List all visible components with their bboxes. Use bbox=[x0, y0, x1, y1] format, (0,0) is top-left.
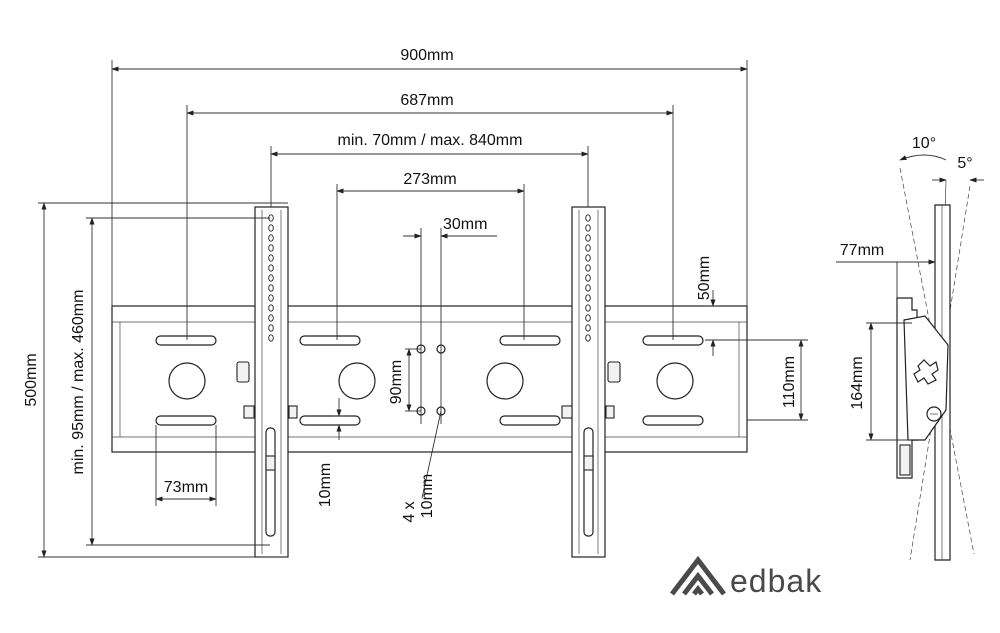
label-5-degrees: 5° bbox=[957, 155, 972, 172]
arm-hole bbox=[585, 224, 591, 232]
label-10-degrees: 10° bbox=[912, 135, 936, 152]
label-arm-spacing: min. 70mm / max. 840mm bbox=[338, 132, 523, 149]
brand-name: edbak bbox=[730, 563, 822, 599]
arm-hole bbox=[585, 214, 591, 222]
side-view bbox=[836, 154, 984, 561]
arm-hole bbox=[268, 234, 274, 242]
arm-hole bbox=[268, 314, 274, 322]
arm-hole bbox=[268, 294, 274, 302]
label-500mm: 500mm bbox=[23, 353, 40, 406]
label-30mm: 30mm bbox=[443, 216, 487, 233]
arm-hole bbox=[585, 294, 591, 302]
arm-hole bbox=[585, 284, 591, 292]
arm-hole bbox=[268, 224, 274, 232]
arm-hole bbox=[268, 284, 274, 292]
arm-hole bbox=[585, 274, 591, 282]
arm-hole bbox=[585, 334, 591, 342]
label-50mm: 50mm bbox=[696, 256, 713, 300]
label-900mm: 900mm bbox=[400, 47, 453, 64]
arm-hole bbox=[585, 314, 591, 322]
arm-hole bbox=[268, 334, 274, 342]
round-cutouts bbox=[168, 362, 694, 400]
tilt-knobs bbox=[236, 361, 621, 383]
arm-hole bbox=[585, 244, 591, 252]
arm-adjustment-holes bbox=[268, 214, 591, 342]
label-164mm: 164mm bbox=[849, 356, 866, 409]
label-10mm-slot: 10mm bbox=[317, 463, 334, 507]
label-height-range: min. 95mm / max. 460mm bbox=[70, 290, 87, 475]
arm-hole bbox=[268, 264, 274, 272]
label-687mm: 687mm bbox=[400, 92, 453, 109]
label-90mm: 90mm bbox=[388, 360, 405, 404]
label-holes-size: 10mm bbox=[419, 474, 436, 518]
label-77mm: 77mm bbox=[840, 242, 884, 259]
label-holes-count: 4 x bbox=[401, 501, 418, 522]
arm-hole bbox=[268, 254, 274, 262]
wall-plate bbox=[111, 305, 748, 453]
arm-hole bbox=[268, 304, 274, 312]
label-73mm: 73mm bbox=[164, 479, 208, 496]
arm-hole bbox=[268, 274, 274, 282]
arm-hole bbox=[585, 264, 591, 272]
edbak-logo-icon bbox=[670, 555, 726, 596]
arm-hole bbox=[585, 234, 591, 242]
dimension-labels: 900mm 687mm min. 70mm / max. 840mm 273mm… bbox=[23, 47, 973, 523]
arm-hole bbox=[585, 304, 591, 312]
horizontal-slots bbox=[155, 335, 704, 426]
arm-hole bbox=[585, 324, 591, 332]
dimension-lines bbox=[38, 60, 808, 558]
arm-hole bbox=[585, 254, 591, 262]
label-273mm: 273mm bbox=[403, 171, 456, 188]
brand-logo: edbak bbox=[670, 555, 822, 599]
arm-hole bbox=[268, 324, 274, 332]
arm-hole bbox=[268, 244, 274, 252]
label-110mm: 110mm bbox=[781, 356, 798, 408]
